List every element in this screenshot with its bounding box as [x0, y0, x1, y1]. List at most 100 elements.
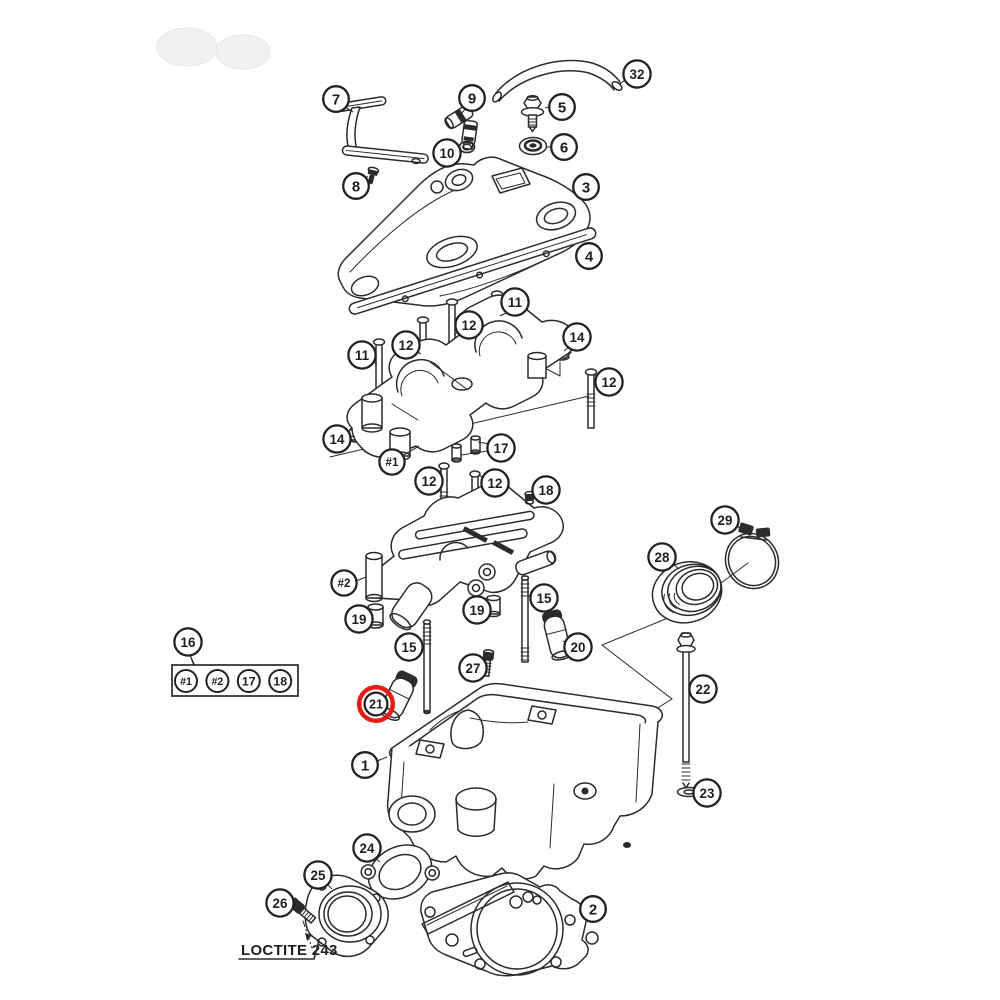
callout-11: 11: [500, 287, 530, 317]
callout-14: 14: [322, 424, 352, 454]
callout-circle: [622, 59, 652, 89]
bolt-5-drawing: [520, 95, 545, 133]
callout-number: 32: [630, 67, 645, 82]
spacers-drawing: [367, 594, 501, 629]
callout-number: 19: [352, 612, 367, 627]
callout-number: #2: [338, 577, 351, 590]
callout-number: 15: [537, 591, 552, 606]
callout-circle: [692, 778, 722, 808]
callout-27: 27: [458, 653, 488, 683]
studs-15-drawing: [422, 575, 530, 715]
legend-item-ref2: #2: [205, 669, 230, 693]
callout-number: 27: [466, 661, 481, 676]
callout-circle: [391, 330, 421, 360]
callout-circle: [342, 172, 370, 200]
callout-circle: [458, 653, 488, 683]
callout-29: 29: [710, 505, 740, 535]
callout-number: 12: [422, 474, 437, 489]
callout-circle: [432, 138, 462, 168]
legend-label: #2: [212, 676, 224, 688]
callout-5: 5: [548, 93, 576, 121]
callout-15: 15: [529, 583, 559, 613]
callout-ref2: #2: [330, 569, 358, 597]
bracket-drawing: [337, 96, 429, 165]
callout-circle: [352, 833, 382, 863]
callout-number: 2: [589, 901, 597, 918]
clamp-drawing: [724, 522, 780, 590]
callout-4: 4: [575, 242, 603, 270]
watermark: [156, 27, 271, 70]
legend-label: 17: [242, 674, 256, 688]
exhaust-gasket-drawing: [360, 844, 440, 900]
callout-circle: [710, 505, 740, 535]
callout-circle: [575, 242, 603, 270]
callout-circle: [562, 322, 592, 352]
vent-hose-drawing: [491, 59, 623, 103]
bolt-22-drawing: [676, 632, 696, 789]
callout-12: 12: [391, 330, 421, 360]
legend-circle: [268, 669, 293, 693]
callout-7: 7: [322, 85, 350, 113]
callout-22: 22: [688, 674, 718, 704]
callout-12: 12: [454, 310, 484, 340]
callout-circle: [480, 468, 510, 498]
callout-circle: [173, 627, 203, 657]
legend-label: 18: [273, 674, 287, 688]
callout-number: #1: [386, 456, 399, 469]
callout-circle: [454, 310, 484, 340]
loctite-note-text: LOCTITE 243: [241, 942, 338, 959]
callout-circle: [351, 751, 379, 779]
callout-circle: [347, 340, 377, 370]
callout-21: 21: [357, 685, 396, 724]
callout-number: 29: [718, 513, 733, 528]
legend-circle: [236, 669, 261, 693]
callout-circle: [500, 287, 530, 317]
callout-number: 16: [181, 635, 196, 650]
callout-10: 10: [432, 138, 462, 168]
callout-number: 7: [332, 91, 340, 108]
callout-circle: [458, 84, 486, 112]
callout-circle: [550, 133, 578, 161]
callout-32: 32: [622, 59, 652, 89]
callout-number: 8: [352, 178, 360, 195]
callout-26: 26: [265, 888, 295, 918]
callout-ref1: #1: [378, 448, 406, 476]
callout-circle: [486, 433, 516, 463]
legend-circle: [205, 669, 230, 693]
dowel-pins-drawing: [451, 435, 481, 463]
callout-number: 11: [508, 295, 523, 310]
callout-number: 23: [700, 786, 715, 801]
leader-line-1: [376, 756, 388, 762]
callout-circle: [303, 860, 333, 890]
callout-28: 28: [647, 542, 677, 572]
callout-number: 15: [402, 640, 417, 655]
callout-circle: [322, 85, 350, 113]
callout-circle: [414, 466, 444, 496]
callout-number: 4: [585, 248, 594, 265]
callout-19: 19: [462, 595, 492, 625]
callout-number: 12: [462, 318, 477, 333]
callout-circle: [344, 604, 374, 634]
callout-number: 12: [399, 338, 414, 353]
valve-cover-drawing: [337, 156, 591, 307]
leader-line-16: [189, 654, 195, 667]
callout-number: 5: [558, 99, 566, 116]
callout-12: 12: [594, 367, 624, 397]
callout-number: 14: [330, 432, 345, 447]
callout-25: 25: [303, 860, 333, 890]
callout-circle: [531, 475, 561, 505]
callout-20: 20: [563, 632, 593, 662]
callout-circle: [330, 569, 358, 597]
callout-12: 12: [480, 468, 510, 498]
leader-line-1: [401, 445, 420, 457]
callout-circle: [529, 583, 559, 613]
callout-circle: [548, 93, 576, 121]
callout-number: 28: [655, 550, 670, 565]
callout-23: 23: [692, 778, 722, 808]
callout-circle: [647, 542, 677, 572]
callout-number: 19: [470, 603, 485, 618]
callout-number: 22: [696, 682, 711, 697]
